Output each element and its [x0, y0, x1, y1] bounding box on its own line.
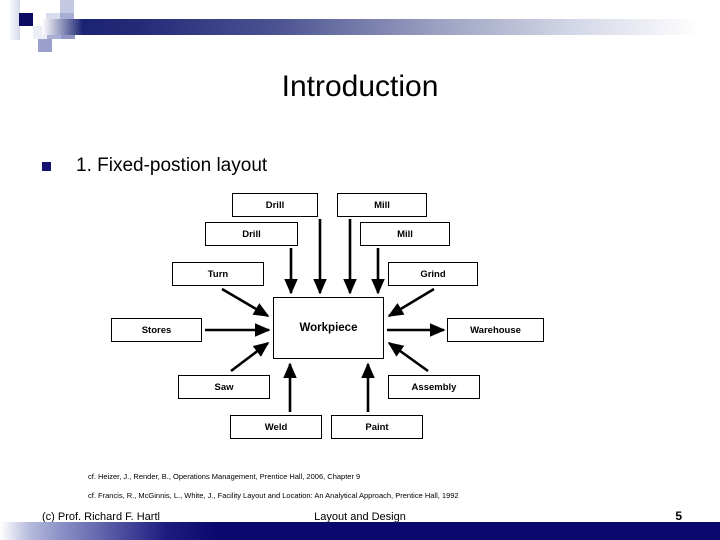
diagram-node-grind[interactable]: Grind [388, 262, 478, 286]
diagram-node-weld[interactable]: Weld [230, 415, 322, 439]
decorative-square-lavender-8 [38, 39, 52, 52]
diagram-node-mill[interactable]: Mill [360, 222, 450, 246]
square-bullet-icon [42, 161, 51, 171]
decorative-square-lavender-1 [60, 0, 74, 13]
diagram-node-turn[interactable]: Turn [172, 262, 264, 286]
diagram-node-stores[interactable]: Stores [111, 318, 202, 342]
footer-page-number: 5 [675, 509, 682, 523]
diagram-node-warehouse[interactable]: Warehouse [447, 318, 544, 342]
diagram-node-workpiece[interactable]: Workpiece [273, 297, 384, 359]
diagram-node-paint[interactable]: Paint [331, 415, 423, 439]
decorative-square-light [10, 0, 20, 40]
diagram-node-mill-top[interactable]: Mill [337, 193, 427, 217]
top-gradient-bar [42, 19, 720, 35]
decorative-square-navy [19, 13, 33, 26]
arrow-grind-to-workpiece [387, 287, 435, 318]
bullet-text: 1. Fixed-postion layout [76, 155, 268, 176]
bullet-row: 1. Fixed-postion layout [42, 155, 267, 177]
decorative-square-lavender-7 [24, 39, 38, 52]
footer-slide-name: Layout and Design [314, 511, 406, 523]
diagram-node-drill-top[interactable]: Drill [232, 193, 318, 217]
diagram-node-drill[interactable]: Drill [205, 222, 298, 246]
footer-gradient-bar [0, 522, 720, 540]
arrow-saw-to-workpiece [230, 341, 270, 373]
diagram-node-assembly[interactable]: Assembly [388, 375, 480, 399]
diagram-node-saw[interactable]: Saw [178, 375, 270, 399]
arrow-assembly-to-workpiece [387, 341, 429, 373]
page-title: Introduction [281, 70, 439, 103]
citation-francis: cf. Francis, R., McGinnis, L., White, J.… [88, 491, 459, 500]
citation-heizer: cf. Heizer, J., Render, B., Operations M… [88, 472, 361, 481]
slide-top-banner [0, 0, 720, 60]
footer-author: (c) Prof. Richard F. Hartl [42, 511, 160, 523]
arrow-turn-to-workpiece [221, 287, 270, 318]
